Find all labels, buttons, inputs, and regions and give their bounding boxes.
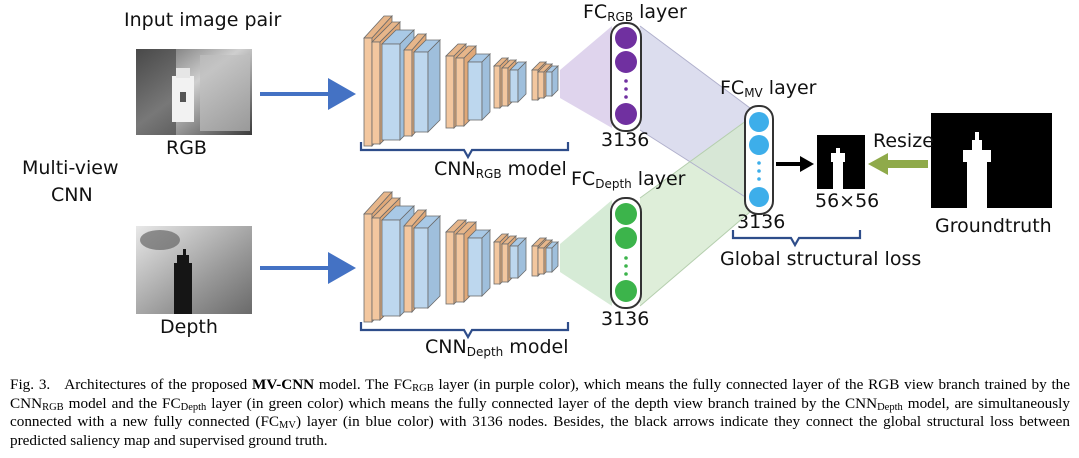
resize-label: Resize [873,130,934,152]
cnn-depth-bracket [359,322,570,340]
figure-caption: Fig. 3.Architectures of the proposed MV-… [10,376,1070,449]
fc-depth-node-count: 3136 [601,308,650,330]
groundtruth-image [931,113,1052,208]
fc-rgb-label: FCRGB layer [583,1,687,24]
loss-label: Global structural loss [720,248,922,270]
architecture-diagram [136,14,1052,340]
depth-to-mv-fan [640,118,750,306]
cnn-rgb-stack [363,14,559,148]
groundtruth-label: Groundtruth [935,215,1052,237]
rgb-label: RGB [166,137,207,159]
rgb-image [136,49,252,135]
fc-mv-column [744,105,774,215]
depth-label: Depth [160,316,218,338]
fc-mv-node-count: 3136 [737,211,786,233]
depth-image [136,226,252,314]
loss-bracket [731,230,862,248]
cnn-rgb-bracket [359,142,570,160]
architecture-figure: Input image pair RGB Depth Multi-view CN… [22,1,1052,359]
cnn-rgb-label: CNNRGB model [434,158,567,181]
depth-fan [560,200,612,306]
fc-depth-label: FCDepth layer [571,168,686,191]
cnn-depth-label: CNNDepth model [425,336,569,359]
multiview-label-line1: Multi-view [22,157,119,179]
predicted-saliency-map [817,135,865,189]
map-size-label: 56×56 [815,190,880,212]
input-pair-label: Input image pair [124,9,282,31]
multiview-label-line2: CNN [51,184,93,206]
rgb-fan [560,26,612,128]
fc-rgb-node-count: 3136 [601,129,650,151]
fc-depth-column [610,197,642,309]
cnn-depth-stack [363,190,559,324]
fc-rgb-column [610,22,642,132]
fc-mv-label: FCMV layer [720,77,817,100]
